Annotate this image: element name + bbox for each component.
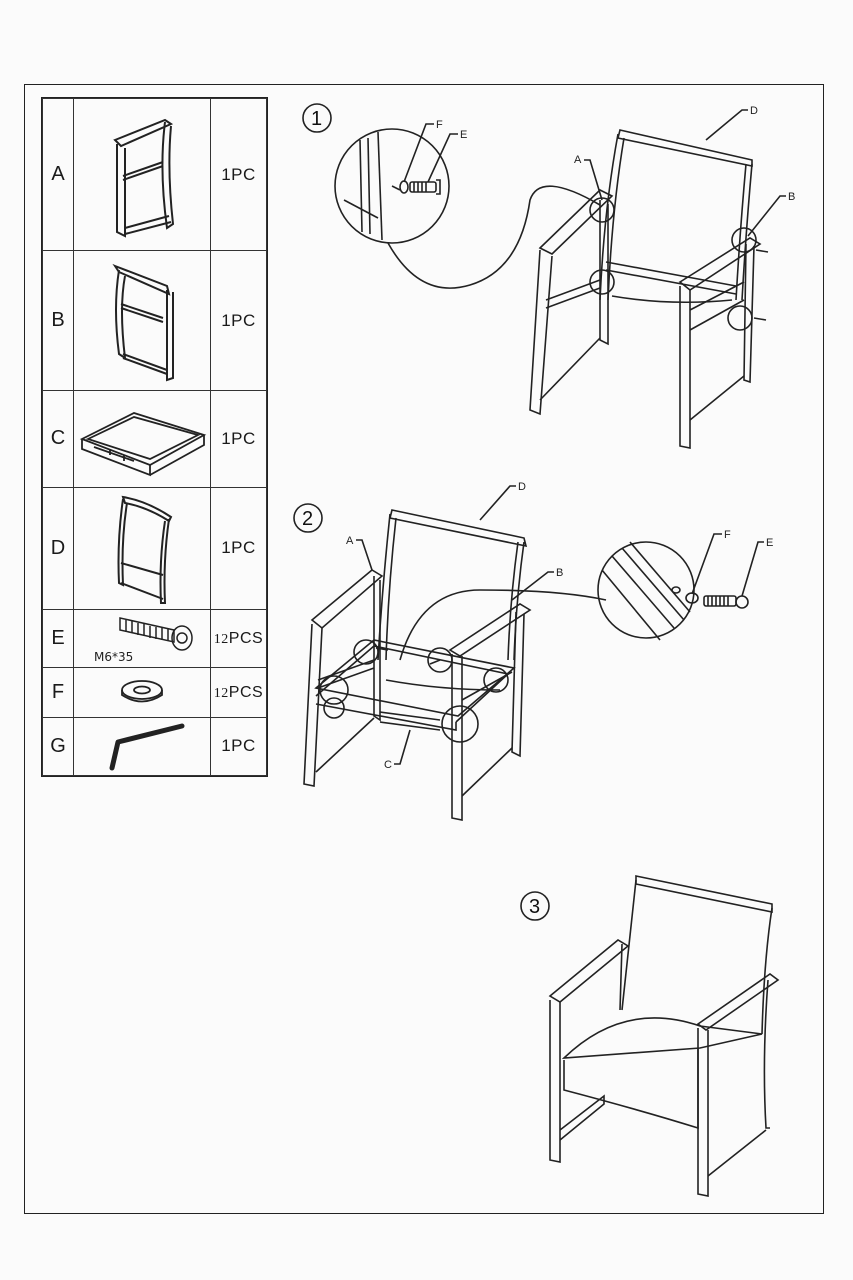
side-frame-a-icon (73, 97, 211, 252)
parts-list-table: A 1PC B (41, 97, 268, 777)
parts-row-c: C 1PC (42, 390, 267, 488)
step-2-badge (293, 503, 323, 533)
step-1-callout-b: B (788, 191, 795, 203)
step-2-number: 2 (302, 508, 313, 530)
part-qty: 1PC (210, 716, 267, 777)
step-2-callout-d: D (518, 481, 526, 493)
part-letter: E (42, 608, 74, 668)
part-letter: C (42, 390, 74, 488)
step-2-callout-c: C (384, 759, 392, 771)
parts-row-e: E M6*35 12PCS (42, 608, 267, 668)
parts-row-f: F 12PCS (42, 666, 267, 718)
step-3-badge (520, 891, 550, 921)
step-2-callout-a: A (346, 535, 354, 547)
step-1-detail-circle (334, 128, 450, 244)
part-qty: 12PCS (210, 608, 267, 668)
step-3-diagram (520, 875, 780, 1197)
part-qty: 12PCS (210, 666, 267, 718)
step-1-callout-d: D (750, 105, 758, 117)
side-frame-b-icon (73, 250, 211, 392)
parts-row-g: G 1PC (42, 716, 267, 777)
parts-row-d: D 1PC (42, 486, 267, 610)
instruction-sheet-border (24, 84, 824, 1214)
part-letter: F (42, 666, 74, 718)
part-qty: 1PC (210, 250, 267, 392)
bolt-e-icon: M6*35 (73, 608, 211, 668)
part-letter: A (42, 97, 74, 252)
step-2-callout-e: E (766, 537, 773, 549)
step-2-diagram (293, 485, 764, 821)
bolt-spec-label: M6*35 (94, 650, 133, 664)
step-1-callout-f: F (436, 119, 443, 131)
part-qty: 1PC (210, 390, 267, 488)
step-1-callout-e: E (460, 129, 467, 141)
step-1-badge (302, 103, 332, 133)
backrest-d-icon (73, 486, 211, 610)
parts-row-b: B 1PC (42, 250, 267, 392)
step-2-callout-b: B (556, 567, 563, 579)
parts-row-a: A 1PC (42, 97, 267, 252)
diagram-labels: 1 F E A D B 2 A D B C F E 3 (302, 105, 795, 918)
step-3-number: 3 (529, 896, 540, 918)
step-2-callout-f: F (724, 529, 731, 541)
allen-key-g-icon (73, 716, 211, 777)
seat-frame-c-icon (73, 390, 211, 488)
part-qty: 1PC (210, 97, 267, 252)
step-1-number: 1 (311, 108, 322, 130)
step-1-callout-a: A (574, 154, 582, 166)
step-1-diagram (302, 103, 786, 449)
part-qty: 1PC (210, 486, 267, 610)
